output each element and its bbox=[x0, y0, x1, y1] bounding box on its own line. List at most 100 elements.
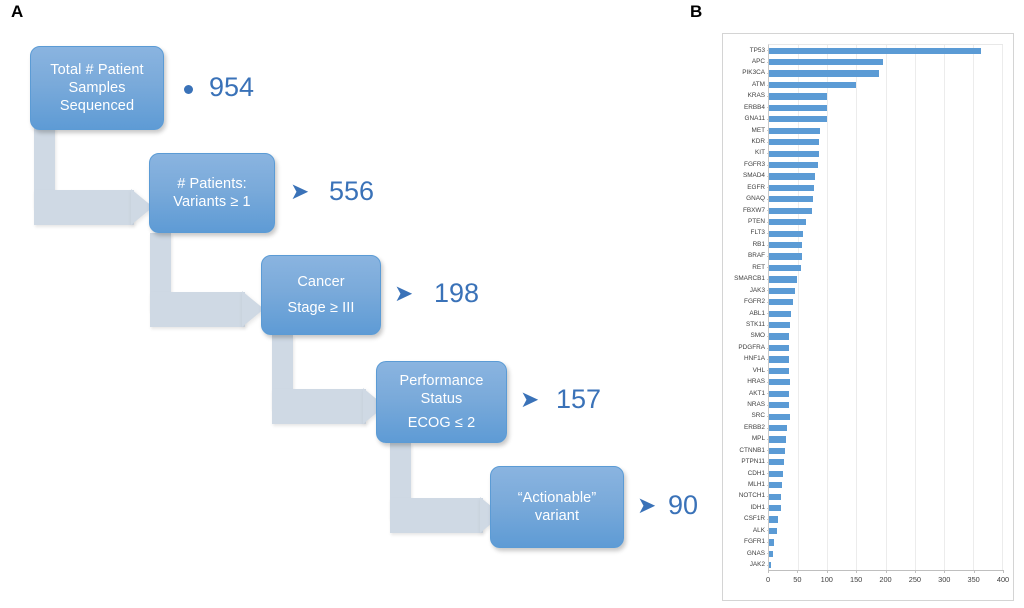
bar[interactable] bbox=[769, 219, 807, 226]
bar[interactable] bbox=[769, 356, 790, 363]
bar[interactable] bbox=[769, 299, 793, 306]
bar[interactable] bbox=[769, 264, 802, 272]
bar[interactable] bbox=[769, 150, 819, 157]
bar[interactable] bbox=[769, 539, 774, 546]
bar-row[interactable]: NRAS bbox=[747, 400, 1002, 411]
flow-box-cancer-stage[interactable]: Cancer Stage ≥ III bbox=[261, 255, 381, 335]
bar-row[interactable]: FGFR1 bbox=[744, 537, 1002, 548]
bar-row[interactable]: PTPN11 bbox=[741, 457, 1002, 468]
bar[interactable] bbox=[769, 116, 827, 123]
bar-row[interactable]: JAK3 bbox=[750, 285, 1002, 296]
bar[interactable] bbox=[769, 207, 812, 214]
bar-row[interactable]: VHL bbox=[753, 365, 1002, 376]
bar[interactable] bbox=[769, 230, 803, 237]
flow-box-actionable-variant[interactable]: “Actionable” variant bbox=[490, 466, 624, 548]
bar[interactable] bbox=[769, 59, 884, 66]
bar[interactable] bbox=[769, 482, 782, 489]
bar[interactable] bbox=[769, 322, 790, 329]
bar[interactable] bbox=[769, 436, 787, 443]
bar-row[interactable]: NOTCH1 bbox=[739, 491, 1002, 502]
bar[interactable] bbox=[769, 505, 781, 512]
bar-row[interactable]: IDH1 bbox=[750, 503, 1002, 514]
bar-row[interactable]: PDGFRA bbox=[738, 343, 1002, 354]
bar[interactable] bbox=[769, 104, 827, 111]
bar[interactable] bbox=[769, 413, 790, 420]
bar[interactable] bbox=[769, 516, 779, 523]
bar[interactable] bbox=[769, 402, 789, 409]
bar[interactable] bbox=[769, 242, 802, 249]
bar-row[interactable]: MPL bbox=[752, 434, 1002, 445]
bar[interactable] bbox=[769, 333, 789, 340]
bar[interactable] bbox=[769, 70, 879, 77]
bar[interactable] bbox=[769, 184, 815, 192]
bar-row[interactable]: SRC bbox=[752, 411, 1002, 422]
bar-row[interactable]: GNAQ bbox=[746, 194, 1002, 205]
flow-box-performance-status[interactable]: Performance Status ECOG ≤ 2 bbox=[376, 361, 507, 443]
bar[interactable] bbox=[769, 447, 786, 455]
bar[interactable] bbox=[769, 93, 828, 100]
bar-row[interactable]: ERBB2 bbox=[744, 423, 1002, 434]
y-axis-label: JAK2 bbox=[749, 561, 765, 569]
bar[interactable] bbox=[769, 390, 790, 397]
bar-row[interactable]: PTEN bbox=[748, 217, 1002, 228]
bar[interactable] bbox=[769, 459, 785, 466]
bar[interactable] bbox=[769, 379, 790, 386]
panel-a-label: A bbox=[11, 2, 24, 21]
bar[interactable] bbox=[769, 47, 982, 54]
bar[interactable] bbox=[769, 470, 783, 477]
bar-row[interactable]: MET bbox=[752, 125, 1002, 136]
bar-row[interactable]: ERBB4 bbox=[744, 102, 1002, 113]
bar[interactable] bbox=[769, 344, 789, 352]
bar-row[interactable]: STK11 bbox=[746, 320, 1002, 331]
bar-row[interactable]: CDH1 bbox=[748, 468, 1002, 479]
bar-row[interactable]: EGFR bbox=[747, 182, 1002, 193]
bar[interactable] bbox=[769, 527, 777, 535]
bar-row[interactable]: ATM bbox=[752, 80, 1002, 91]
bar-row[interactable]: KIT bbox=[755, 148, 1002, 159]
bar-row[interactable]: KDR bbox=[752, 137, 1002, 148]
bar[interactable] bbox=[769, 127, 821, 134]
bar-row[interactable]: BRAF bbox=[748, 251, 1002, 262]
bar-row[interactable]: FLT3 bbox=[751, 228, 1002, 239]
bar[interactable] bbox=[769, 253, 803, 260]
bar[interactable] bbox=[769, 424, 788, 432]
bar[interactable] bbox=[769, 139, 820, 146]
x-axis-tick bbox=[1003, 570, 1004, 573]
bar[interactable] bbox=[769, 173, 816, 180]
bar[interactable] bbox=[769, 550, 774, 557]
bar-row[interactable]: FGFR3 bbox=[744, 160, 1002, 171]
bar-row[interactable]: AKT1 bbox=[749, 388, 1002, 399]
bar-row[interactable]: ABL1 bbox=[749, 308, 1002, 319]
bar-row[interactable]: MLH1 bbox=[748, 480, 1002, 491]
flow-box-total-samples[interactable]: Total # Patient Samples Sequenced bbox=[30, 46, 164, 130]
bar-row[interactable]: HRAS bbox=[747, 377, 1002, 388]
flow-box-patients-variants[interactable]: # Patients: Variants ≥ 1 bbox=[149, 153, 275, 233]
bar-row[interactable]: GNA11 bbox=[745, 114, 1002, 125]
bar-row[interactable]: CSF1R bbox=[744, 514, 1002, 525]
bar[interactable] bbox=[769, 367, 789, 374]
bar-row[interactable]: FBXW7 bbox=[743, 205, 1002, 216]
bar[interactable] bbox=[769, 493, 781, 500]
bar-row[interactable]: SMO bbox=[750, 331, 1002, 342]
bar-row[interactable]: PIK3CA bbox=[742, 68, 1002, 79]
bar-row[interactable]: ALK bbox=[753, 525, 1002, 536]
bar-row[interactable]: SMAD4 bbox=[743, 171, 1002, 182]
bar-row[interactable]: CTNNB1 bbox=[739, 445, 1002, 456]
bar[interactable] bbox=[769, 161, 818, 169]
bar-row[interactable]: KRAS bbox=[748, 91, 1002, 102]
bar-row[interactable]: HNF1A bbox=[744, 354, 1002, 365]
bar[interactable] bbox=[769, 81, 857, 89]
bar[interactable] bbox=[769, 196, 813, 203]
bar[interactable] bbox=[769, 276, 797, 283]
bar-row[interactable]: RB1 bbox=[753, 240, 1002, 251]
bar-row[interactable]: FGFR2 bbox=[744, 297, 1002, 308]
bar[interactable] bbox=[769, 562, 772, 569]
bar-row[interactable]: TP53 bbox=[750, 45, 1002, 56]
bar[interactable] bbox=[769, 310, 791, 317]
bar-row[interactable]: JAK2 bbox=[750, 560, 1002, 571]
bar-row[interactable]: RET bbox=[752, 262, 1002, 273]
bar[interactable] bbox=[769, 287, 796, 294]
bar-row[interactable]: APC bbox=[752, 57, 1002, 68]
bar-row[interactable]: GNAS bbox=[747, 548, 1002, 559]
bar-row[interactable]: SMARCB1 bbox=[734, 274, 1002, 285]
